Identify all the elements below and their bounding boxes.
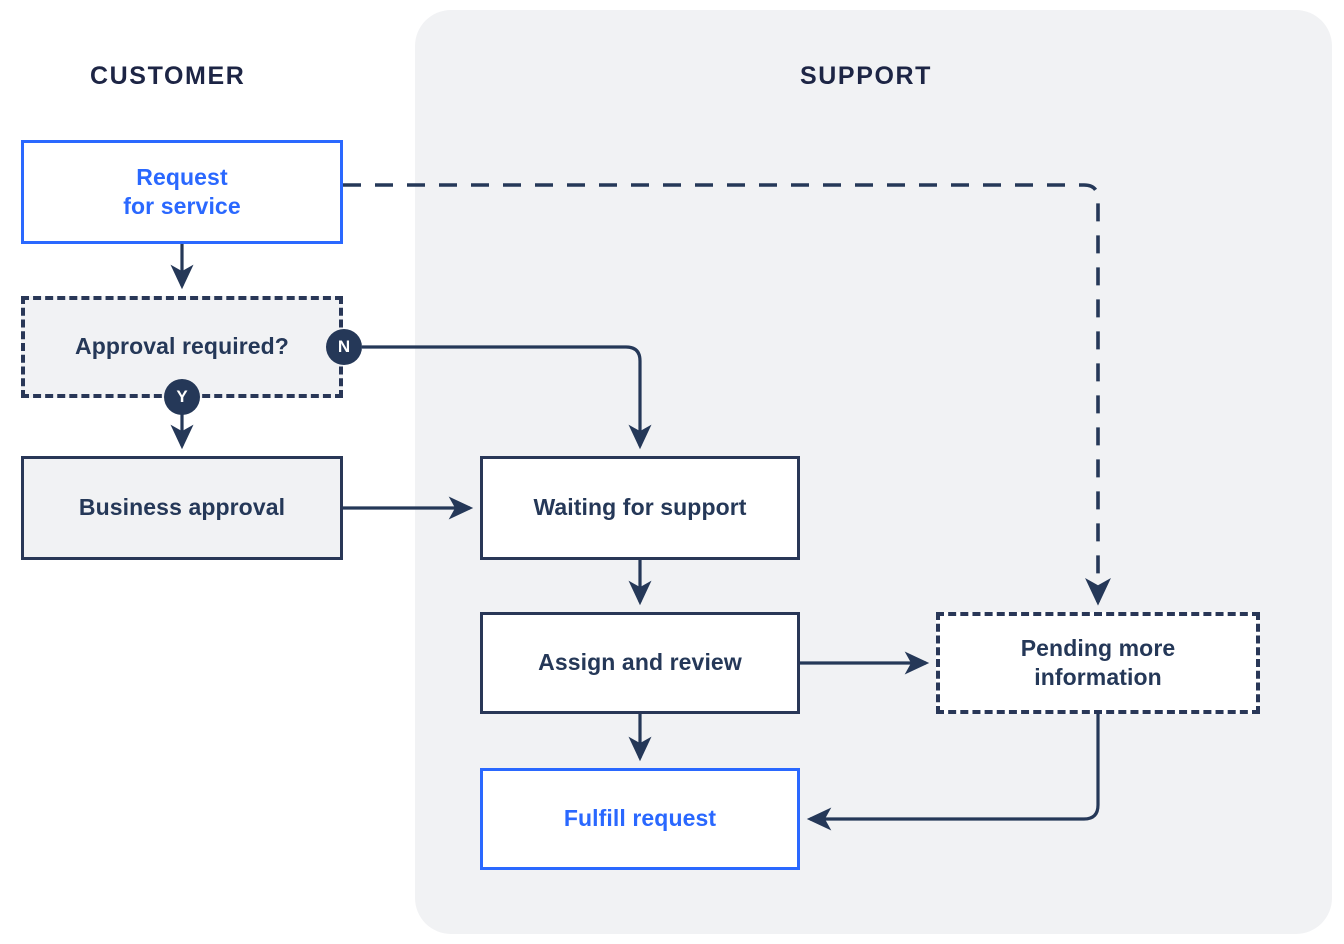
node-waiting-for-support[interactable]: Waiting for support — [480, 456, 800, 560]
node-assign-and-review[interactable]: Assign and review — [480, 612, 800, 714]
node-business-approval[interactable]: Business approval — [21, 456, 343, 560]
lane-title-support: SUPPORT — [800, 62, 933, 90]
node-business-label: Business approval — [78, 494, 286, 521]
lane-title-customer: CUSTOMER — [90, 62, 246, 90]
edge-request-to-pending-dashed — [343, 183, 1111, 606]
branch-badge-yes: Y — [164, 379, 200, 415]
node-fulfill-label: Fulfill request — [563, 805, 717, 832]
branch-badge-no: N — [326, 329, 362, 365]
node-waiting-label: Waiting for support — [533, 494, 747, 521]
edge-approval-to-waiting — [362, 345, 652, 450]
node-fulfill-request[interactable]: Fulfill request — [480, 768, 800, 870]
edge-pending-to-fulfill — [806, 714, 1100, 831]
node-assign-label: Assign and review — [538, 649, 742, 676]
node-approval-label: Approval required? — [75, 333, 289, 360]
